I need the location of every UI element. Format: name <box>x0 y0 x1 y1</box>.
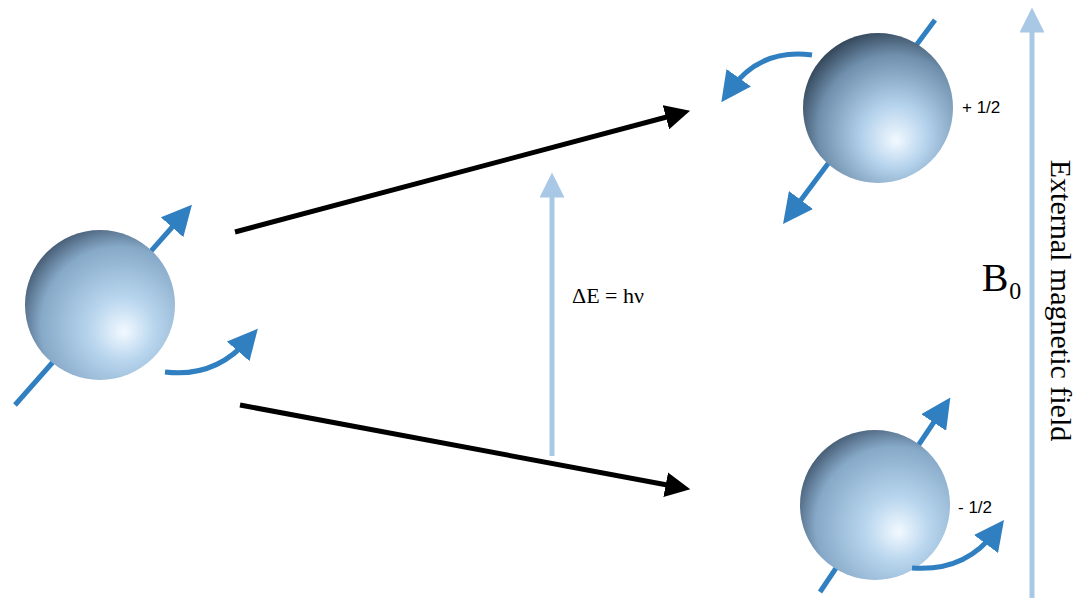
field-label: External magnetic field <box>1045 159 1078 441</box>
energy-label: ΔE = hν <box>572 284 644 308</box>
spin-up-label: + 1/2 <box>962 99 1000 118</box>
field-symbol: B₀ <box>982 256 1023 300</box>
spin-down-label: - 1/2 <box>958 499 992 518</box>
